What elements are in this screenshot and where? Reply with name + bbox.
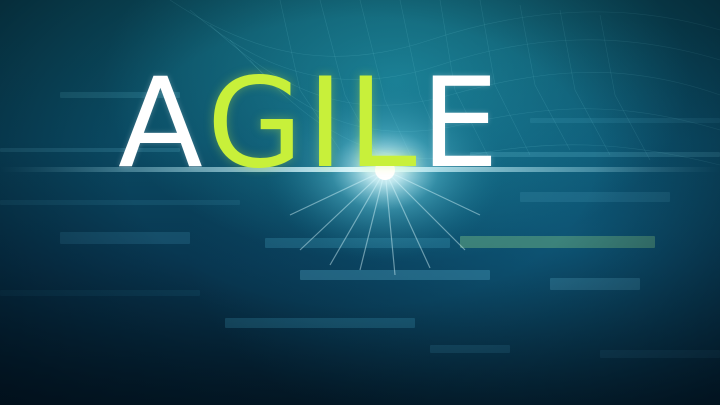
agile-title: AGILE	[118, 62, 503, 186]
title-letter: E	[420, 52, 503, 196]
title-letter: L	[347, 52, 421, 196]
title-letter: A	[118, 52, 207, 196]
title-letter: I	[306, 52, 348, 196]
title-letter: G	[206, 52, 307, 196]
